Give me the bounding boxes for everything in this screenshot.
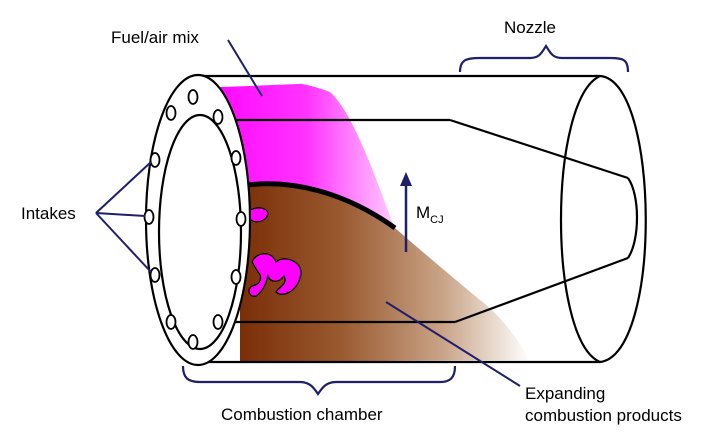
combustion-chamber-brace bbox=[181, 365, 457, 396]
detonation-front bbox=[239, 181, 397, 231]
mcj-velocity-arrow bbox=[400, 172, 412, 252]
intakes-label: Intakes bbox=[21, 204, 76, 223]
bolt-hole-9 bbox=[149, 267, 161, 283]
fuel-air-mix-leader bbox=[227, 39, 263, 97]
bolt-hole-7 bbox=[143, 209, 155, 225]
inlet-flange bbox=[144, 73, 252, 367]
intakes-leaders bbox=[95, 161, 152, 273]
bolt-hole-3 bbox=[165, 105, 177, 121]
mcj-label: MCJ bbox=[416, 203, 444, 226]
flange-bolt-holes bbox=[143, 89, 247, 350]
bolt-hole-4 bbox=[230, 150, 242, 166]
bolt-hole-6 bbox=[235, 211, 247, 227]
expanding-products-line2: combustion products bbox=[525, 406, 682, 425]
expanding-products-line1: Expanding bbox=[525, 384, 605, 403]
expanding-products-leader bbox=[385, 301, 521, 387]
bolt-hole-8 bbox=[230, 269, 242, 285]
engine-tube-outline bbox=[198, 74, 647, 364]
bolt-hole-2 bbox=[212, 109, 224, 125]
fuel-jet-mushroom bbox=[248, 253, 302, 297]
bolt-hole-12 bbox=[187, 334, 199, 350]
bolt-hole-11 bbox=[165, 314, 177, 330]
nozzle-brace bbox=[458, 44, 630, 73]
expanding-products-label: Expanding combustion products bbox=[525, 384, 682, 425]
bolt-hole-10 bbox=[212, 314, 224, 330]
bolt-hole-1 bbox=[187, 89, 199, 105]
bolt-hole-5 bbox=[149, 152, 161, 168]
fuel-air-mix-label: Fuel/air mix bbox=[111, 28, 199, 47]
combustion-chamber-label: Combustion chamber bbox=[221, 405, 383, 424]
combustion-products-region bbox=[240, 184, 530, 362]
nozzle-label: Nozzle bbox=[504, 18, 556, 37]
